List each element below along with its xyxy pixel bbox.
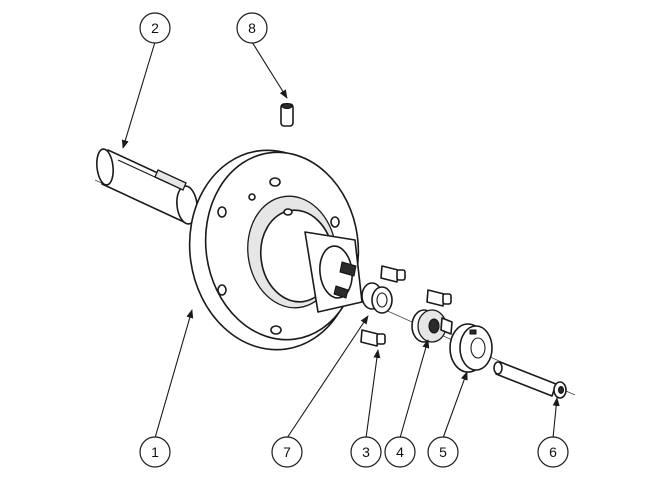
balloon-8-label: 8 [248, 20, 256, 36]
balloon-6-label: 6 [549, 444, 557, 460]
balloon-2: 2 [139, 12, 171, 44]
part-set-screw [280, 103, 294, 127]
balloon-4-label: 4 [396, 444, 404, 460]
part-shaft [96, 148, 198, 225]
balloon-5: 5 [427, 436, 459, 468]
balloon-4: 4 [384, 436, 416, 468]
balloon-7: 7 [271, 436, 303, 468]
balloon-3-label: 3 [362, 444, 370, 460]
balloon-1: 1 [139, 436, 171, 468]
balloon-5-label: 5 [439, 444, 447, 460]
balloon-7-label: 7 [283, 444, 291, 460]
part-pin [493, 361, 567, 399]
balloon-3: 3 [350, 436, 382, 468]
balloon-1-label: 1 [151, 444, 159, 460]
leader-lines [121, 41, 560, 439]
balloon-8: 8 [236, 12, 268, 44]
part-collar [449, 323, 493, 373]
part-bolts [360, 265, 452, 347]
part-washer [361, 282, 393, 314]
part-coupling [411, 309, 453, 343]
balloon-2-label: 2 [151, 20, 159, 36]
balloon-6: 6 [537, 436, 569, 468]
part-flange [188, 149, 363, 351]
